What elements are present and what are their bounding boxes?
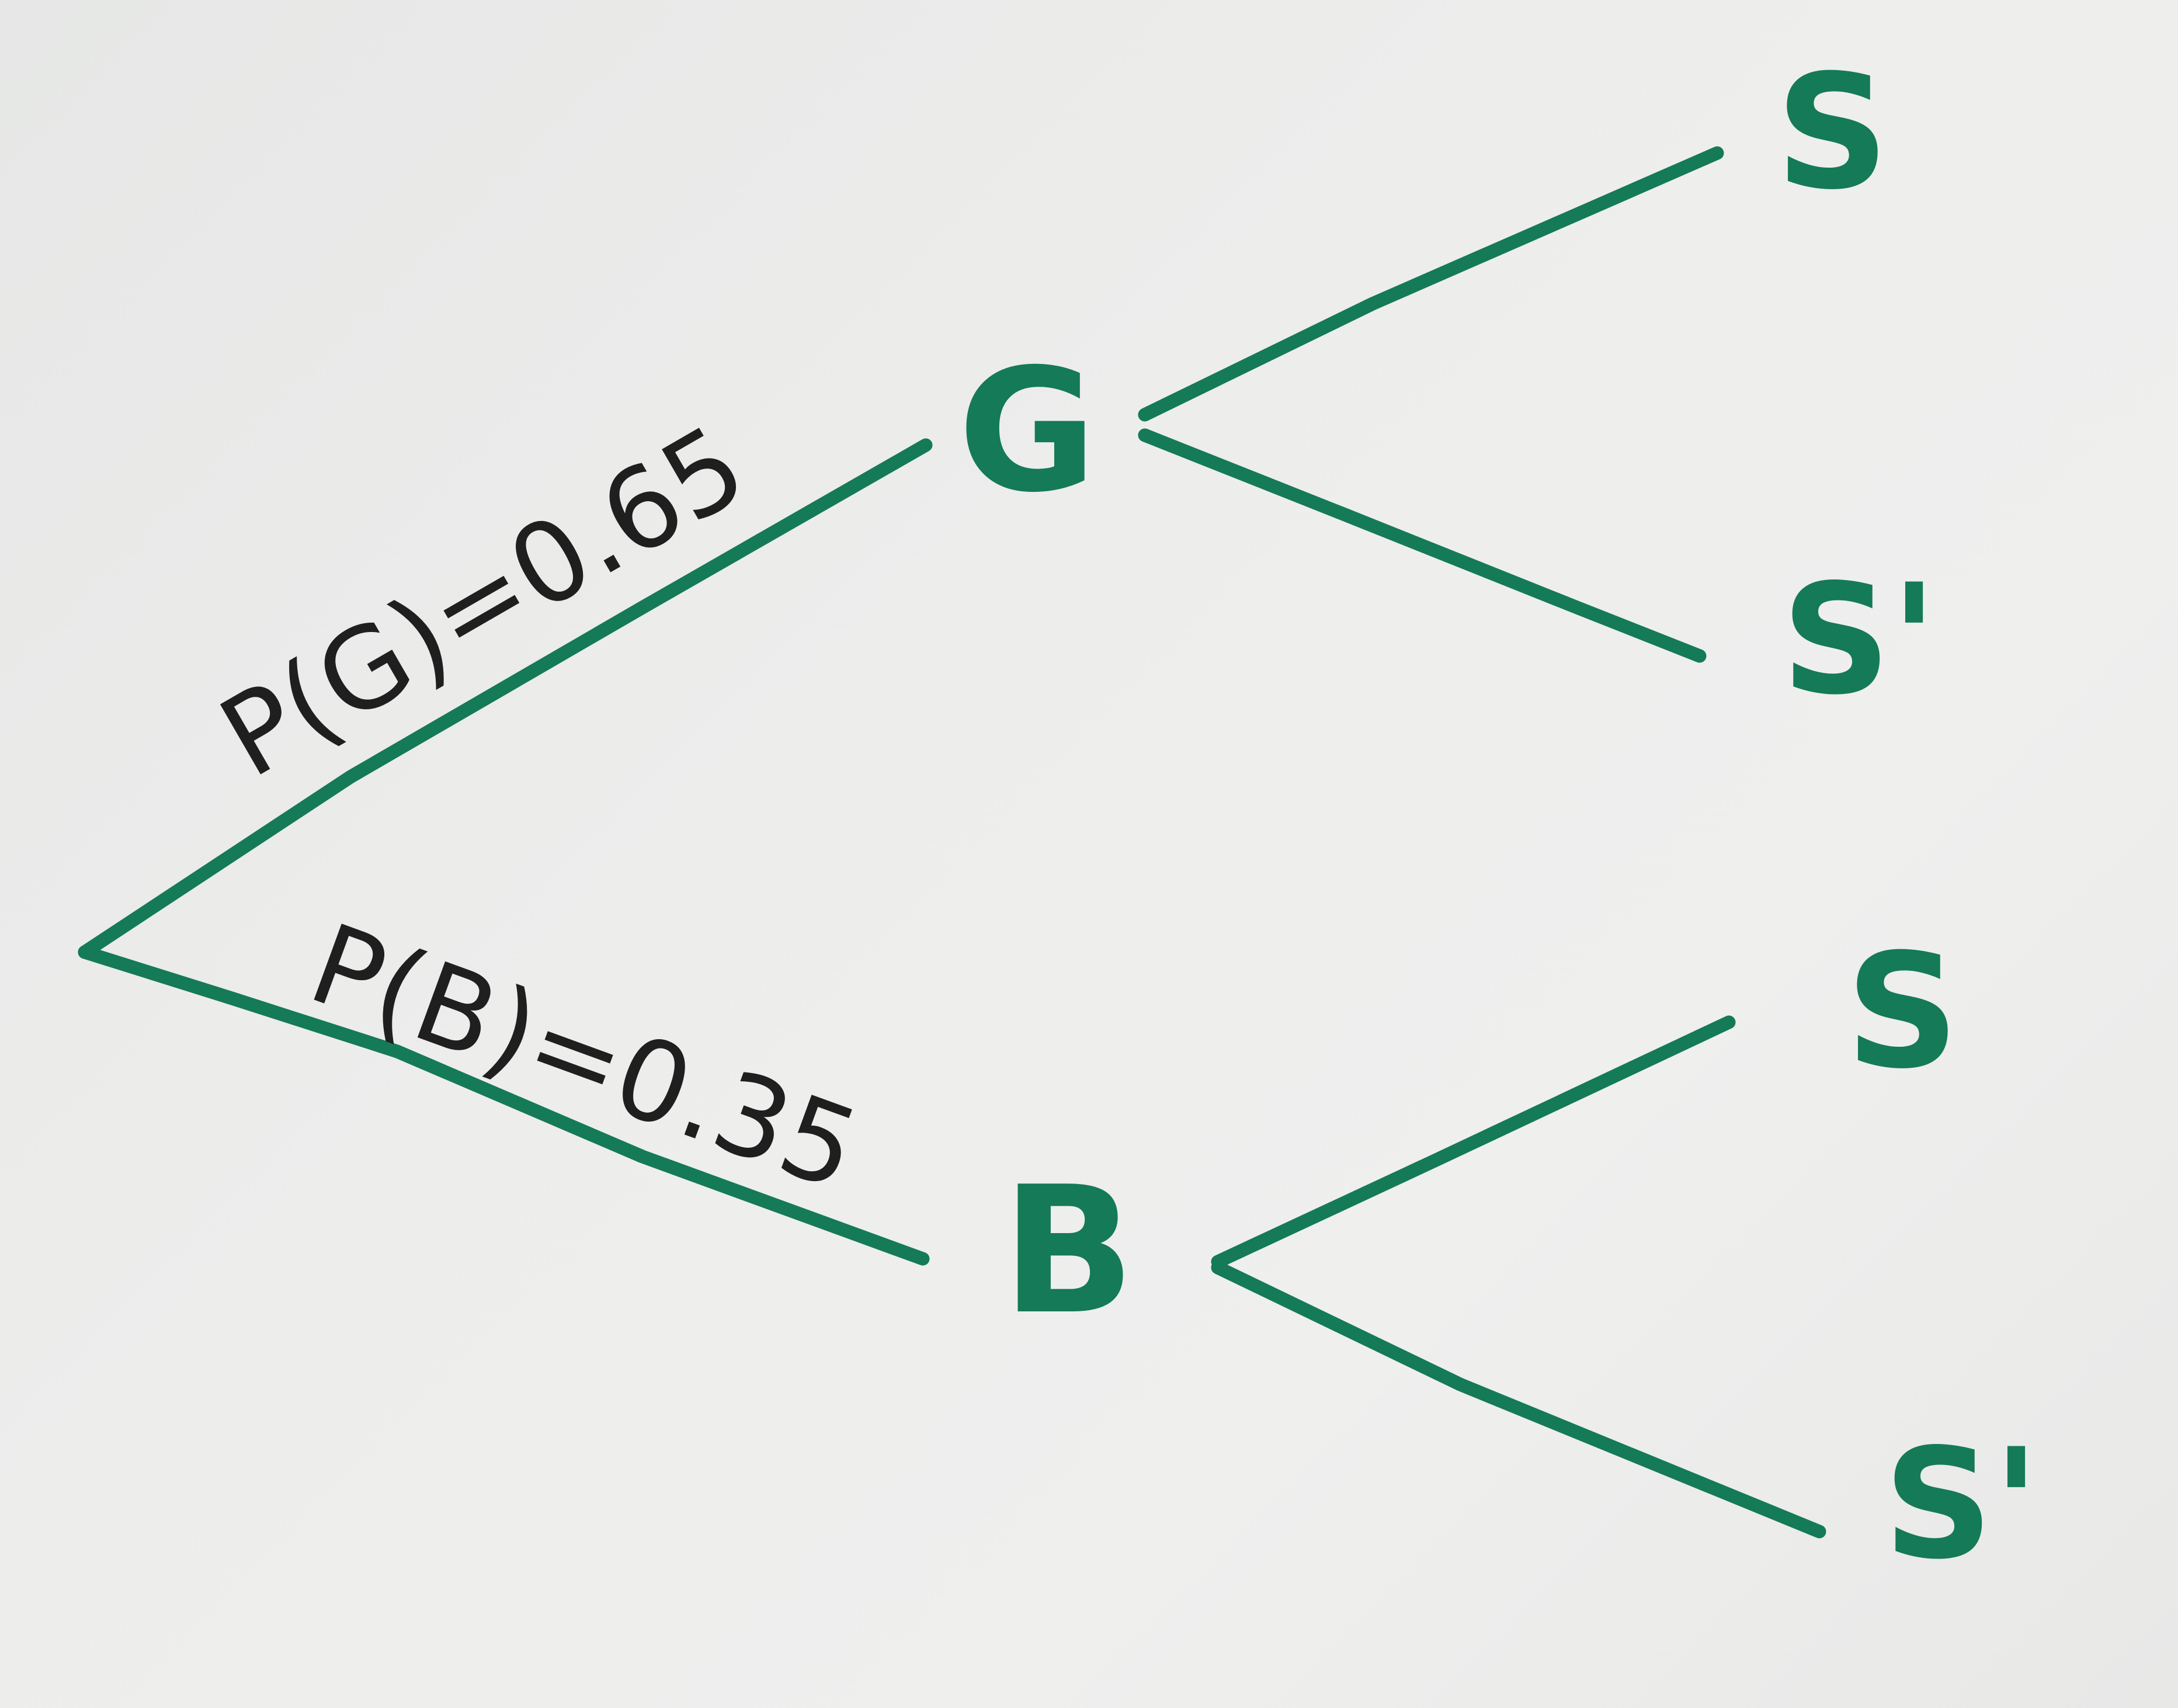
node-b-label: B	[1002, 1149, 1135, 1353]
leaf-g-s-complement-label: S'	[1781, 552, 1937, 728]
edge-label-b: P(B)=0.35	[295, 900, 874, 1216]
branch-g-to-s-complement	[1138, 428, 1707, 663]
edge-label-g: P(G)=0.65	[200, 401, 766, 803]
branch-b-to-s	[1211, 1015, 1736, 1269]
branch-root-to-b	[78, 945, 930, 1266]
leaf-b-s-label: S	[1846, 919, 1959, 1103]
branch-root-to-g	[78, 438, 933, 959]
leaf-g-s-label: S	[1776, 40, 1889, 224]
branch-g-to-s	[1138, 146, 1724, 422]
leaf-b-s-complement-label: S'	[1884, 1417, 2040, 1593]
branch-b-to-s-complement	[1211, 1261, 1826, 1539]
node-g-label: G	[958, 333, 1097, 530]
